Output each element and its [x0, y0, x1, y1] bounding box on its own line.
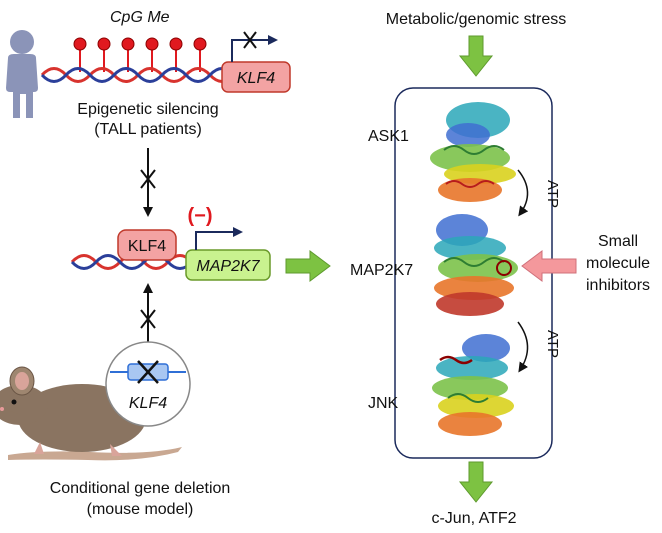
atp-label-1: ATP	[544, 180, 561, 208]
methyl-dot	[169, 37, 183, 51]
blocked-arrow-down	[140, 148, 156, 217]
methyl-dot	[97, 37, 111, 51]
inhibitor-arrow	[521, 250, 577, 282]
jnk-structure	[432, 334, 514, 436]
klf4-gene-box: KLF4	[221, 61, 291, 93]
methyl-dot	[145, 37, 159, 51]
dna-helix-top	[40, 67, 236, 83]
mouse-caption-1: Conditional gene deletion	[50, 480, 231, 497]
kinase-label-ask1: ASK1	[368, 128, 409, 145]
kinase-label-jnk: JNK	[368, 395, 399, 412]
methyl-dot	[121, 37, 135, 51]
block-cross-icon	[140, 309, 156, 329]
kinase-label-map2k7: MAP2K7	[350, 262, 413, 279]
epigenetic-caption-2: (TALL patients)	[94, 121, 202, 138]
inhibitor-label-1: Small	[598, 233, 638, 250]
atp-arrow-2	[517, 321, 529, 373]
methyl-dot	[193, 37, 207, 51]
gene-deletion-circle: KLF4	[105, 341, 191, 427]
green-arrow-down-bottom	[458, 461, 494, 503]
transcription-arrow	[195, 227, 243, 250]
map2k7-gene-box: MAP2K7	[185, 249, 271, 281]
klf4-gene-label: KLF4	[237, 70, 275, 87]
blocked-transcription-arrow	[231, 31, 278, 62]
block-cross-icon	[243, 31, 257, 49]
output-label: c-Jun, ATF2	[431, 510, 516, 527]
atp-arrow-1	[517, 169, 529, 217]
klf4-protein-box: KLF4	[117, 229, 177, 261]
map2k7-structure	[434, 214, 518, 316]
deletion-cross-icon	[137, 360, 159, 384]
block-cross-icon	[140, 169, 156, 189]
inhibitor-label-3: inhibitors	[586, 277, 650, 294]
cpg-methylation-label: CpG Me	[110, 9, 170, 26]
methyl-dot	[73, 37, 87, 51]
blocked-arrow-up	[140, 283, 156, 348]
atp-label-2: ATP	[544, 330, 561, 358]
green-arrow-right	[285, 250, 331, 282]
human-icon	[6, 30, 38, 118]
methyl-lollipops	[73, 37, 207, 72]
klf4-protein-label: KLF4	[128, 238, 166, 255]
deleted-gene-label: KLF4	[129, 395, 167, 412]
stress-label: Metabolic/genomic stress	[386, 11, 567, 28]
mouse-caption-2: (mouse model)	[87, 501, 194, 518]
ask1-structure	[430, 102, 516, 202]
green-arrow-down-top	[458, 35, 494, 77]
epigenetic-caption-1: Epigenetic silencing	[77, 101, 218, 118]
repression-sign: (−)	[188, 205, 213, 227]
map2k7-gene-label: MAP2K7	[196, 258, 260, 275]
inhibitor-label-2: molecule	[586, 255, 650, 272]
